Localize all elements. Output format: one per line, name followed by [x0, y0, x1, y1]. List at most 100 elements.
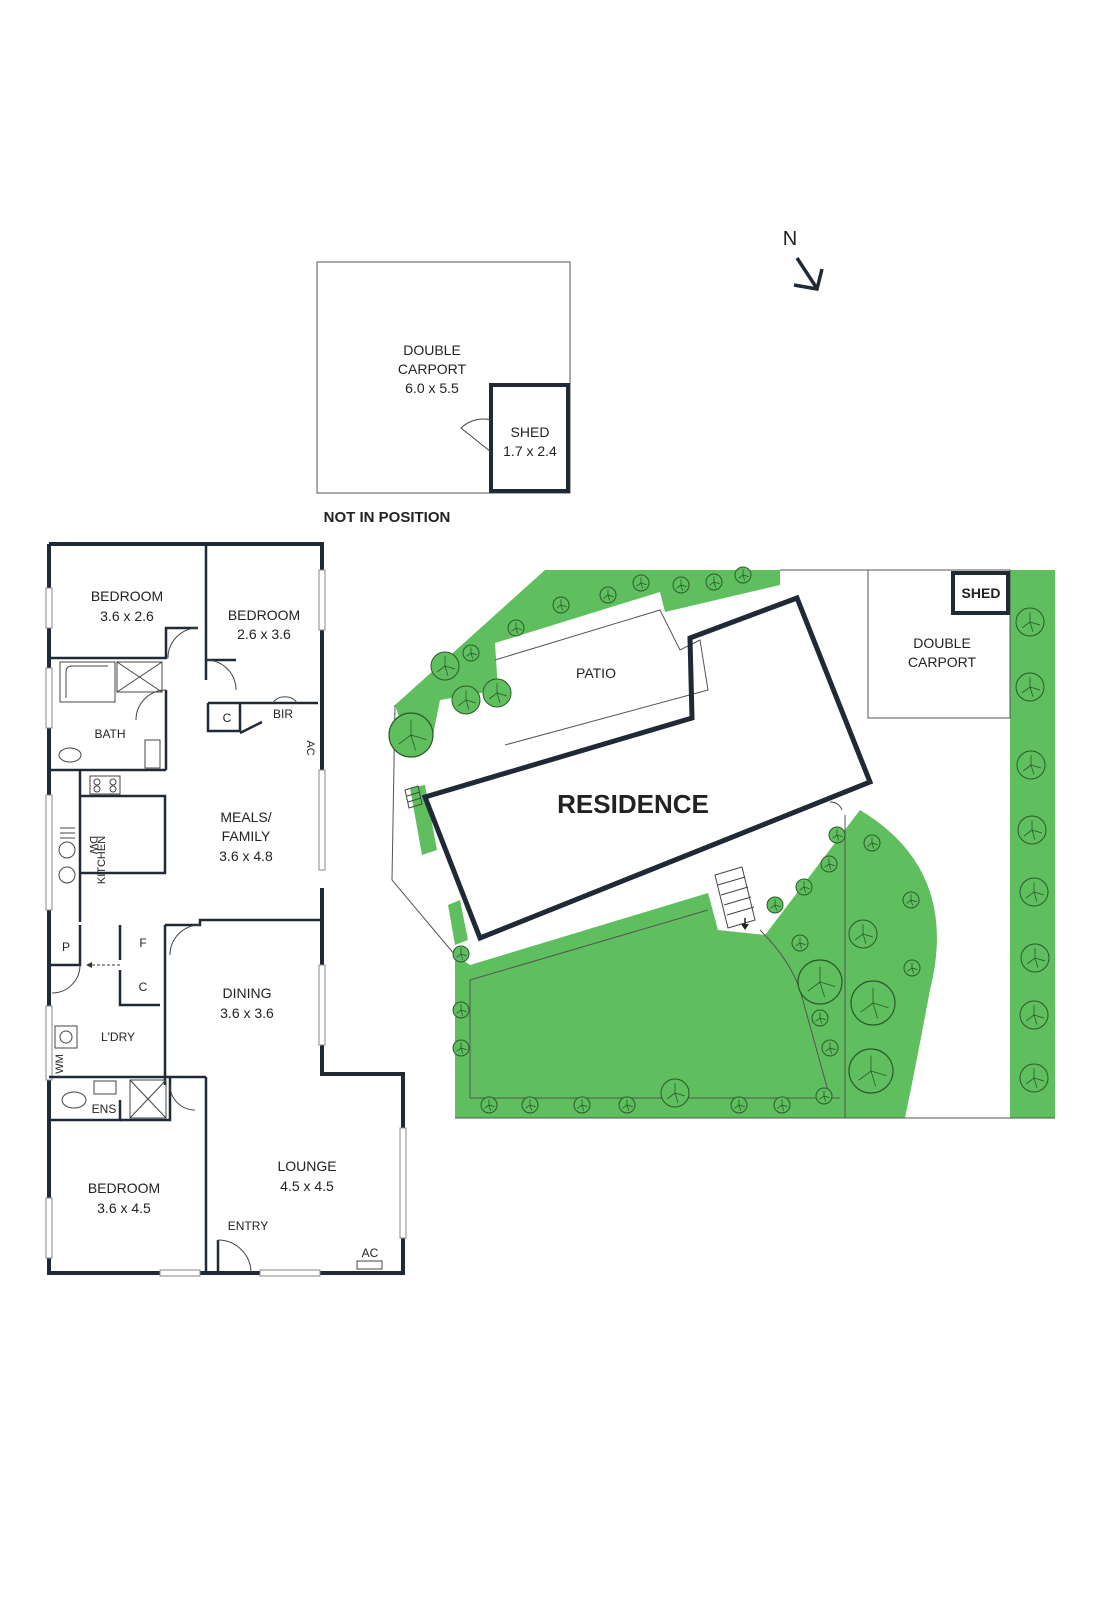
- site-carport: [867, 569, 1011, 719]
- tree-branches: [398, 719, 427, 751]
- bedroom-1-dims: 3.6 x 2.6: [100, 608, 154, 624]
- tree-branches: [511, 622, 522, 634]
- bedroom-2-label: BEDROOM: [228, 607, 300, 623]
- tree-branches: [825, 1042, 836, 1054]
- bath-label: BATH: [94, 727, 125, 741]
- dining-dims: 3.6 x 3.6: [220, 1005, 274, 1021]
- tree-branches: [1021, 677, 1040, 697]
- tree-branches: [676, 579, 687, 591]
- bedroom-2-dims: 2.6 x 3.6: [237, 626, 291, 642]
- tree-branches: [1023, 820, 1042, 840]
- tree-branches: [819, 1090, 830, 1102]
- tree-branches: [770, 899, 781, 911]
- cooktop-icon: [89, 775, 121, 795]
- bathtub-icon: [59, 661, 116, 703]
- site-lines: [391, 569, 1055, 1119]
- shower-icon: [116, 661, 163, 693]
- meals-line2: FAMILY: [222, 828, 271, 844]
- inset-carport-line2: CARPORT: [398, 361, 467, 377]
- tree-branches: [525, 1099, 536, 1111]
- inset-shed: [489, 383, 570, 493]
- tree-branches: [832, 829, 843, 841]
- tree-branches: [1025, 1005, 1044, 1025]
- tree-branches: [577, 1099, 588, 1111]
- meals-line1: MEALS/: [220, 809, 271, 825]
- bedroom-1-label: BEDROOM: [91, 588, 163, 604]
- ac-2-label: AC: [362, 1246, 379, 1260]
- tree-branches: [777, 1099, 788, 1111]
- not-in-position-note: NOT IN POSITION: [324, 509, 451, 526]
- residence-label: RESIDENCE: [557, 789, 709, 819]
- tree-branches: [457, 690, 476, 710]
- tree-branches: [436, 656, 455, 676]
- entry-arrow-icon: [86, 962, 120, 968]
- tree-branches: [738, 569, 749, 581]
- tree-branches: [484, 1099, 495, 1111]
- tree-branches: [799, 881, 810, 893]
- tree-branches: [867, 837, 878, 849]
- tree-branches: [1025, 882, 1044, 902]
- internal-walls: [49, 544, 322, 1273]
- toilet-icon: [58, 739, 161, 769]
- tree-branches: [1021, 612, 1040, 632]
- inset-carport-line1: DOUBLE: [403, 342, 461, 358]
- tree-branches: [456, 1004, 467, 1016]
- ac-unit-icon: [356, 1260, 383, 1270]
- tree-branches: [666, 1083, 685, 1103]
- entry-label: ENTRY: [228, 1219, 268, 1233]
- tree-branches: [603, 589, 614, 601]
- kitchen-sink-icon: [58, 827, 76, 884]
- tree-branches: [815, 1012, 826, 1024]
- site-shed-label: SHED: [962, 585, 1001, 601]
- washing-machine-label: WM: [54, 1054, 66, 1074]
- tree-branches: [1022, 755, 1041, 775]
- lounge-label: LOUNGE: [277, 1158, 336, 1174]
- steps-icon: [714, 866, 756, 930]
- site-carport-line1: DOUBLE: [913, 635, 971, 651]
- inset-carport: DOUBLE CARPORT 6.0 x 5.5 SHED 1.7 x 2.4 …: [316, 261, 571, 526]
- site-plan: PATIO RESIDENCE DOUBLE CARPORT SHED: [388, 566, 1055, 1119]
- rear-lawn: [455, 810, 937, 1118]
- tree-branches: [636, 577, 647, 589]
- side-strip-1: [410, 785, 437, 855]
- tree-branches: [488, 683, 507, 703]
- floor-plan: BEDROOM 3.6 x 2.6 BEDROOM 2.6 x 3.6 BATH…: [45, 542, 407, 1277]
- tree-branches: [860, 987, 889, 1019]
- dining-label: DINING: [223, 985, 272, 1001]
- north-compass: N: [783, 228, 824, 292]
- ensuite-fixtures-icon: [61, 1079, 167, 1119]
- lounge-dims: 4.5 x 4.5: [280, 1178, 334, 1194]
- fridge-label: F: [139, 936, 146, 950]
- north-arrow-icon: [793, 257, 824, 292]
- site-carport-line2: CARPORT: [908, 654, 977, 670]
- windows: [45, 569, 407, 1277]
- tree-branches: [854, 924, 873, 944]
- closet-2-label: C: [139, 980, 148, 994]
- tree-branches: [622, 1099, 633, 1111]
- tree-branches: [907, 962, 918, 974]
- inset-shed-dims: 1.7 x 2.4: [503, 443, 557, 459]
- tree-branches: [1025, 1068, 1044, 1088]
- side-strip-2: [448, 900, 468, 945]
- bedroom-3-dims: 3.6 x 4.5: [97, 1200, 151, 1216]
- tree-branches: [456, 1042, 467, 1054]
- tree-branches: [466, 647, 477, 659]
- laundry-tub-icon: [54, 1025, 78, 1049]
- bir-label: BIR: [273, 707, 293, 721]
- site-shed: [951, 571, 1010, 615]
- trees: [388, 566, 1050, 1114]
- kitchen-label: KITCHEN: [96, 836, 108, 884]
- side-steps-icon: [404, 785, 423, 809]
- garden-areas: [395, 570, 1055, 1118]
- inset-carport-dims: 6.0 x 5.5: [405, 380, 459, 396]
- tree-branches: [906, 894, 917, 906]
- residence-outline: [421, 594, 874, 942]
- pantry-label: P: [62, 940, 70, 954]
- tree-branches: [858, 1055, 887, 1087]
- closet-1-label: C: [223, 711, 232, 725]
- tree-branches: [1026, 948, 1045, 968]
- tree-branches: [807, 966, 836, 998]
- door-swings: [51, 627, 298, 1274]
- laundry-label: L'DRY: [101, 1030, 135, 1044]
